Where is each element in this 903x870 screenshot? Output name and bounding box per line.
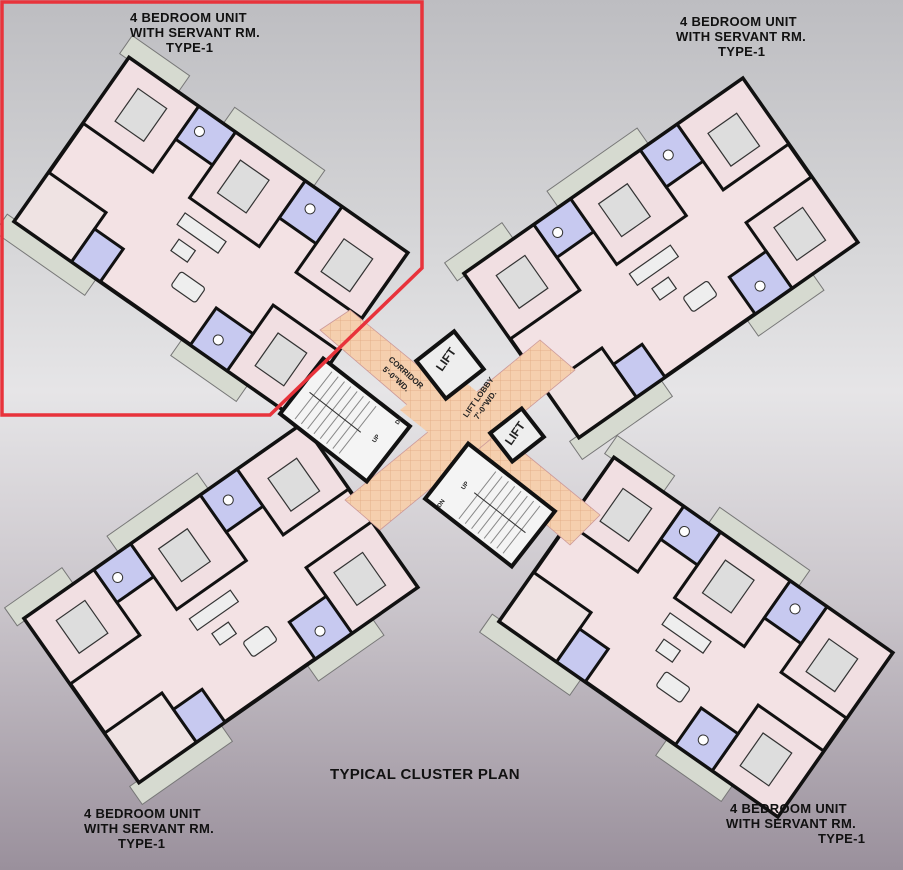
unit-subtype-line: TYPE-1: [818, 831, 866, 846]
stair-1-dn: DN: [395, 416, 405, 427]
unit-wing-top-left: [0, 33, 421, 435]
unit-label-top-right: 4 BEDROOM UNIT WITH SERVANT RM. TYPE-1: [676, 14, 806, 59]
lift-1: [413, 328, 487, 402]
unit-subtype-line: TYPE-1: [718, 44, 766, 59]
unit-servant-line: WITH SERVANT RM.: [726, 816, 856, 831]
unit-type-line: 4 BEDROOM UNIT: [130, 10, 247, 25]
unit-type-line: 4 BEDROOM UNIT: [84, 806, 201, 821]
unit-label-bottom-right: 4 BEDROOM UNIT WITH SERVANT RM. TYPE-1: [726, 801, 866, 846]
stair-1-up: UP: [372, 434, 382, 444]
unit-subtype-line: TYPE-1: [166, 40, 214, 55]
unit-subtype-line: TYPE-1: [118, 836, 166, 851]
stair-2-dn: DN: [437, 499, 447, 510]
unit-servant-line: WITH SERVANT RM.: [84, 821, 214, 836]
selected-unit-highlight: [0, 0, 424, 417]
stair-2-up: UP: [461, 481, 471, 491]
lift-2: [487, 405, 547, 465]
central-core: LIFT LIFT CORRIDOR 5'-0"WD. LIFT LOBBY 7…: [277, 309, 601, 570]
unit-type-line: 4 BEDROOM UNIT: [680, 14, 797, 29]
stair-1: [277, 355, 413, 485]
unit-servant-line: WITH SERVANT RM.: [130, 25, 260, 40]
unit-label-top-left: 4 BEDROOM UNIT WITH SERVANT RM. TYPE-1: [130, 10, 260, 55]
unit-type-line: 4 BEDROOM UNIT: [730, 801, 847, 816]
unit-servant-line: WITH SERVANT RM.: [676, 29, 806, 44]
unit-label-bottom-left: 4 BEDROOM UNIT WITH SERVANT RM. TYPE-1: [84, 806, 214, 851]
plan-title: TYPICAL CLUSTER PLAN: [330, 766, 520, 783]
stair-2: [422, 440, 558, 570]
